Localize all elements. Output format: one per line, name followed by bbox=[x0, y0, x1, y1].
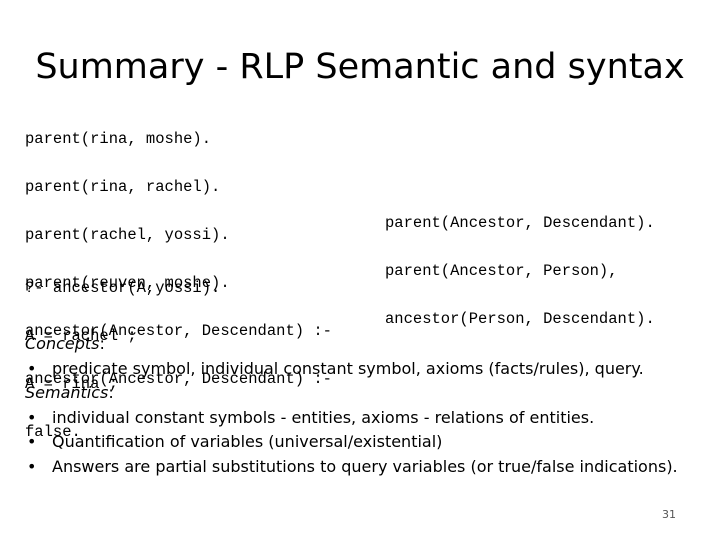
fact-line: parent(rachel, yossi). bbox=[25, 226, 230, 244]
answer-line: false. bbox=[25, 423, 81, 441]
semantics-bullet: • Answers are partial substitutions to qu… bbox=[25, 455, 705, 480]
colon: : bbox=[99, 334, 105, 353]
bullet-icon: • bbox=[27, 456, 37, 476]
bullet-text: Answers are partial substitutions to que… bbox=[52, 456, 678, 476]
fact-line: parent(rina, rachel). bbox=[25, 178, 221, 196]
colon: : bbox=[108, 383, 114, 402]
rule-body-line: parent(Ancestor, Person), bbox=[385, 262, 618, 280]
semantics-heading-row: Semantics: bbox=[25, 381, 705, 406]
slide-title: Summary - RLP Semantic and syntax bbox=[35, 47, 685, 87]
rule-body-line: ancestor(Person, Descendant). bbox=[385, 310, 655, 328]
rule-head-line: ancestor(Ancestor, Descendant) :- bbox=[25, 322, 332, 340]
semantics-bullet: • individual constant symbols - entities,… bbox=[25, 406, 705, 431]
prolog-query: ?- ancestor(A,yossi). A = rachel ; A = r… bbox=[25, 248, 220, 472]
bullet-icon: • bbox=[27, 407, 37, 427]
rule-head-line: ancestor(Ancestor, Descendant) :- bbox=[25, 370, 332, 388]
answer-line: A = rachel ; bbox=[25, 327, 137, 345]
rule-bodies: parent(Ancestor, Descendant). parent(Anc… bbox=[385, 183, 655, 359]
bullet-text: individual constant symbols - entities, … bbox=[52, 407, 595, 427]
answer-line: A = rina ; bbox=[25, 375, 119, 393]
concepts-section: Concepts: • predicate symbol, individual … bbox=[25, 332, 705, 479]
semantics-heading: Semantics bbox=[25, 383, 109, 402]
concepts-heading-row: Concepts: bbox=[25, 332, 705, 357]
semantics-bullet: • Quantification of variables (universal/… bbox=[25, 430, 705, 455]
fact-line: parent(rina, moshe). bbox=[25, 130, 212, 148]
rule-body-line: parent(Ancestor, Descendant). bbox=[385, 214, 655, 232]
concepts-bullet: • predicate symbol, individual constant s… bbox=[25, 357, 705, 382]
query-line: ?- ancestor(A,yossi). bbox=[25, 279, 221, 297]
concepts-heading: Concepts bbox=[25, 334, 100, 353]
bullet-icon: • bbox=[27, 358, 37, 378]
fact-line: parent(reuven, moshe). bbox=[25, 274, 230, 292]
prolog-program: parent(rina, moshe). parent(rina, rachel… bbox=[25, 99, 332, 419]
page-number: 31 bbox=[662, 508, 676, 521]
bullet-text: Quantification of variables (universal/e… bbox=[52, 432, 443, 451]
bullet-icon: • bbox=[27, 432, 37, 451]
bullet-text: predicate symbol, individual constant sy… bbox=[52, 358, 644, 378]
